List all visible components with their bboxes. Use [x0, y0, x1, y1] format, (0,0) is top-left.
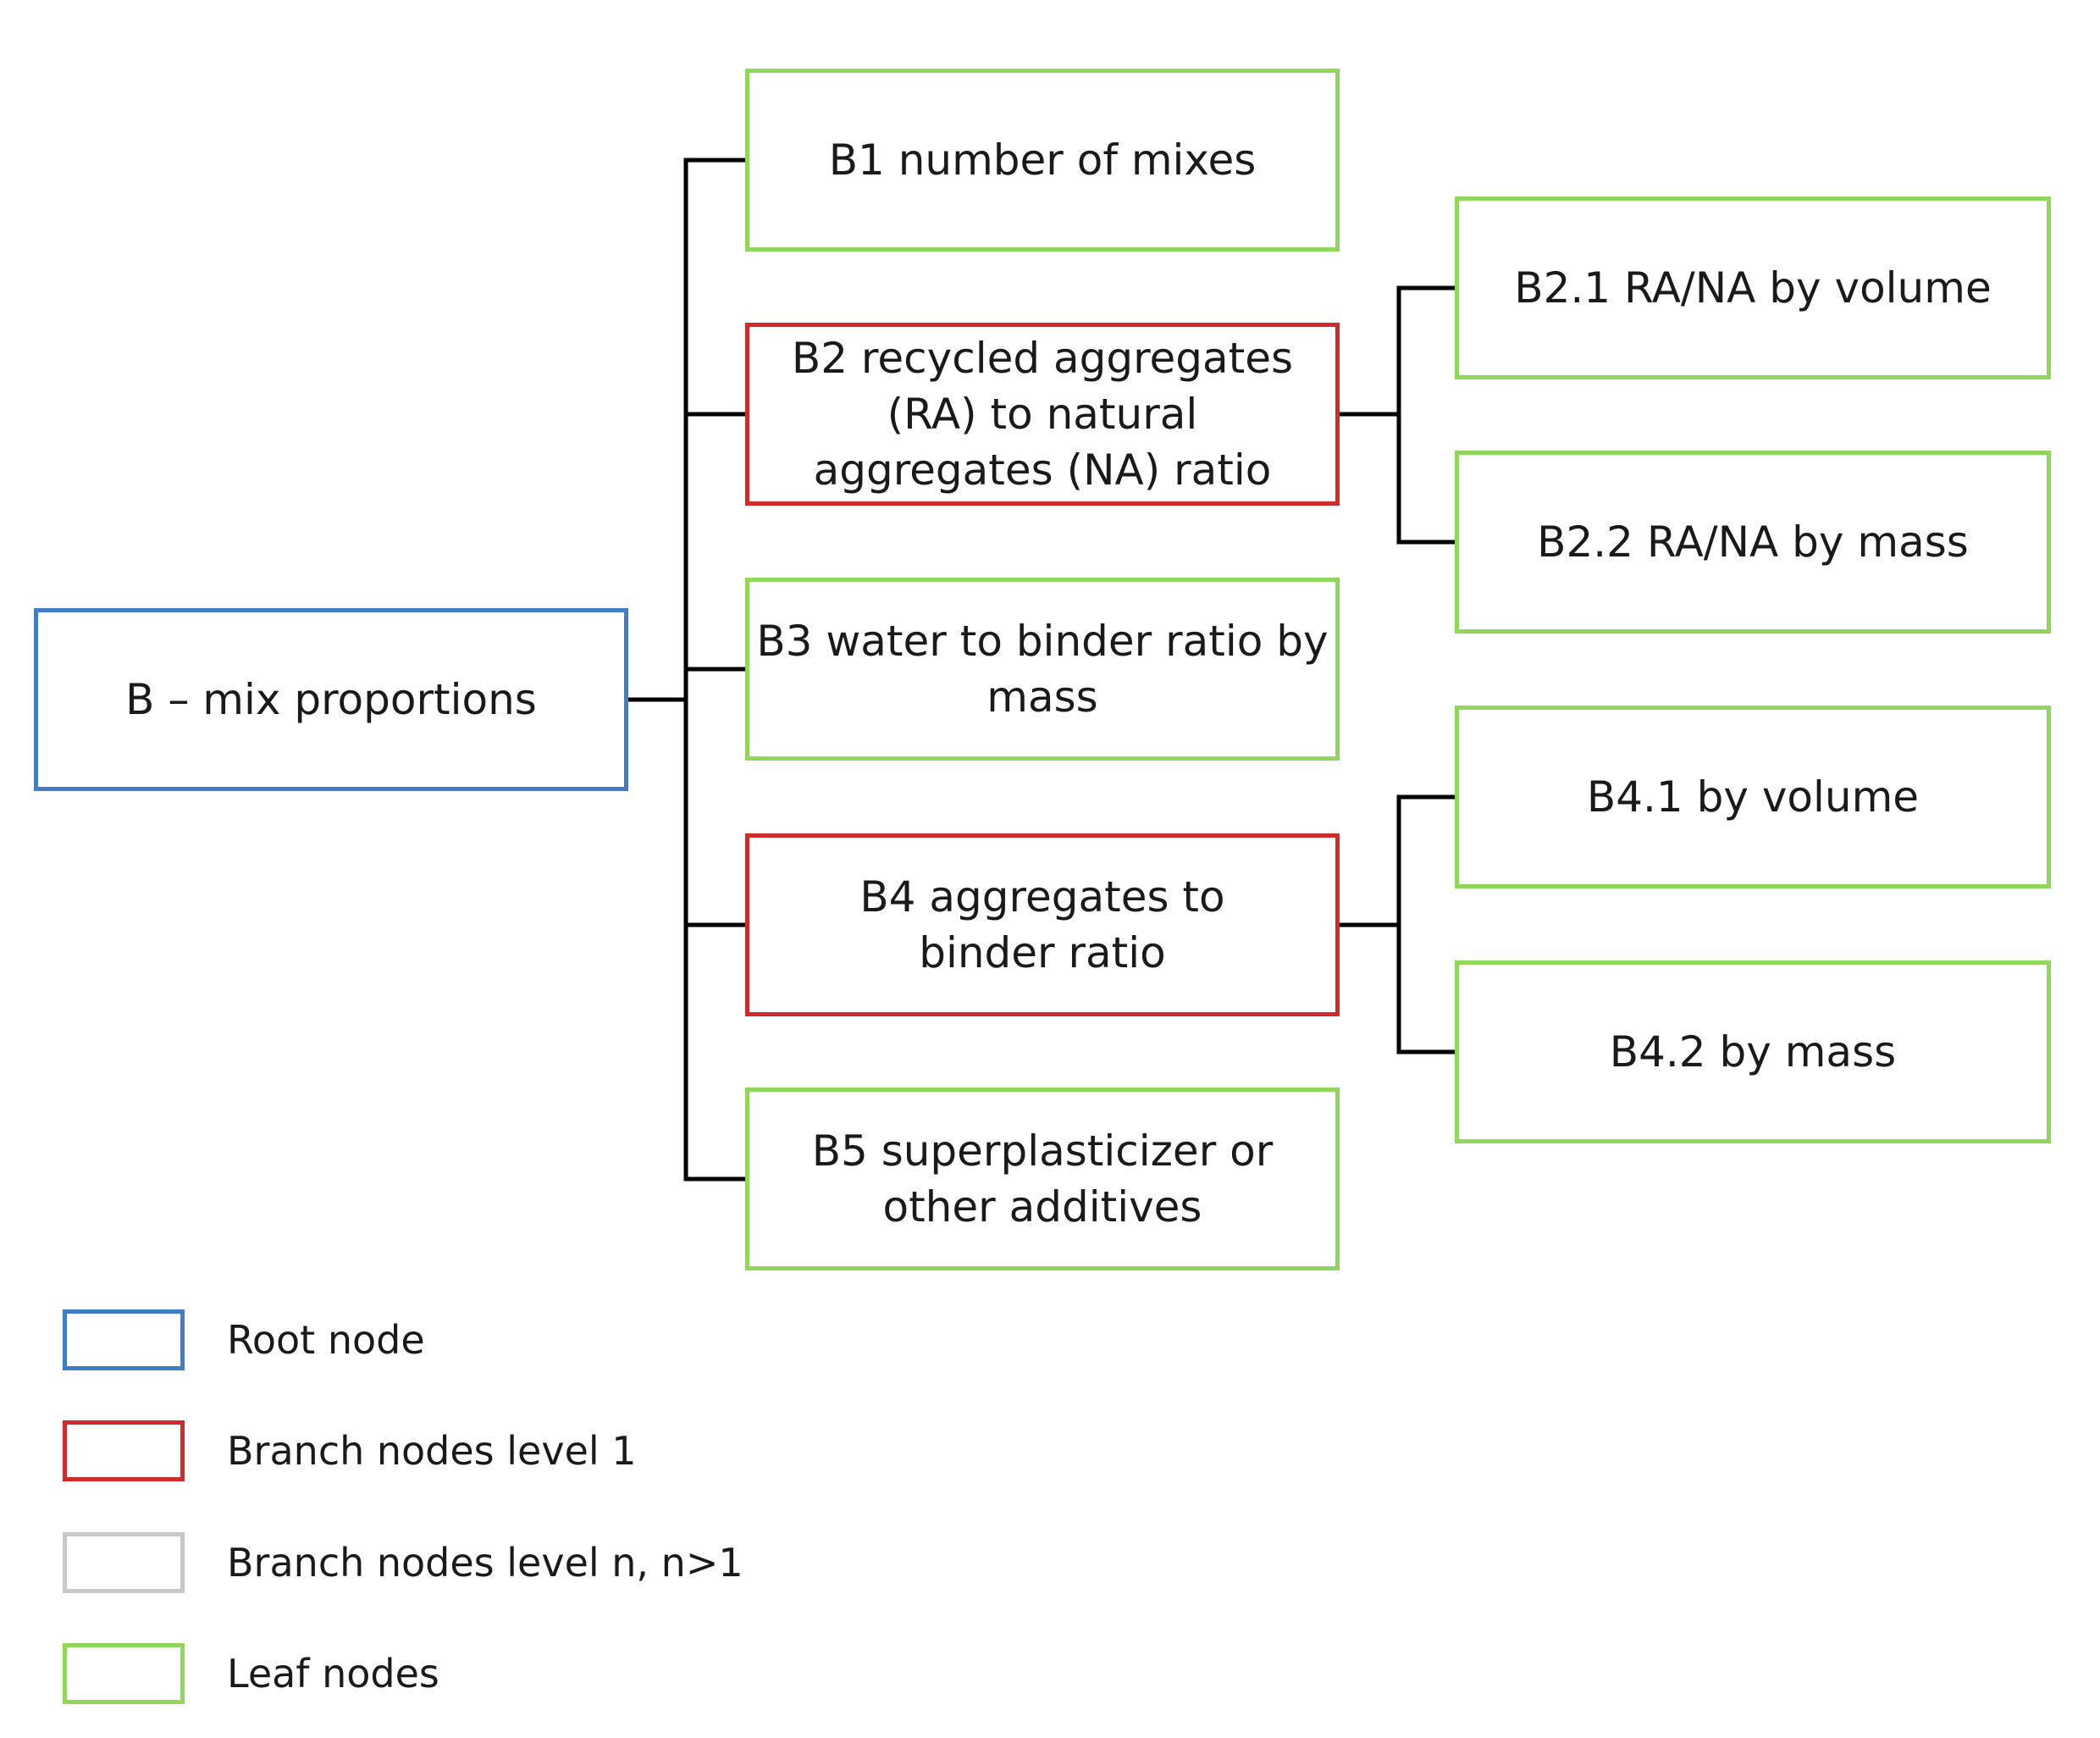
legend-label-branch-level-n: Branch nodes level n, n>1	[227, 1540, 743, 1586]
node-b2-2-label: B2.2 RA/NA by mass	[1537, 518, 1969, 567]
legend-swatch-branch-level-1	[63, 1420, 185, 1481]
legend-label-branch-level-1: Branch nodes level 1	[227, 1428, 637, 1474]
node-b5-label: B5 superplasticizer or other additives	[811, 1126, 1274, 1232]
leaf-node-b3: B3 water to binder ratio by mass	[745, 578, 1340, 761]
node-b4-2-label: B4.2 by mass	[1609, 1027, 1897, 1077]
node-b1-label: B1 number of mixes	[828, 136, 1257, 185]
leaf-node-b4-2: B4.2 by mass	[1455, 960, 2051, 1143]
node-b3-label: B3 water to binder ratio by mass	[756, 617, 1329, 722]
legend-item-leaf: Leaf nodes	[63, 1643, 439, 1704]
branch-node-b4: B4 aggregates to binder ratio	[745, 833, 1340, 1016]
node-b4-label: B4 aggregates to binder ratio	[859, 872, 1225, 977]
leaf-node-b5: B5 superplasticizer or other additives	[745, 1088, 1340, 1270]
legend-swatch-branch-level-n	[63, 1532, 185, 1593]
legend-item-root: Root node	[63, 1309, 425, 1370]
legend-label-leaf: Leaf nodes	[227, 1651, 439, 1696]
legend-swatch-root	[63, 1309, 185, 1370]
node-b4-1-label: B4.1 by volume	[1586, 772, 1920, 822]
legend-item-branch-level-n: Branch nodes level n, n>1	[63, 1532, 743, 1593]
branch-node-b2: B2 recycled aggregates (RA) to natural a…	[745, 323, 1340, 506]
legend-item-branch-level-1: Branch nodes level 1	[63, 1420, 637, 1481]
leaf-node-b1: B1 number of mixes	[745, 69, 1340, 252]
node-b2-1-label: B2.1 RA/NA by volume	[1514, 263, 1992, 313]
leaf-node-b4-1: B4.1 by volume	[1455, 706, 2051, 888]
leaf-node-b2-1: B2.1 RA/NA by volume	[1455, 196, 2051, 379]
node-b2-label: B2 recycled aggregates (RA) to natural a…	[791, 334, 1294, 495]
leaf-node-b2-2: B2.2 RA/NA by mass	[1455, 451, 2051, 634]
legend-label-root: Root node	[227, 1317, 425, 1363]
legend-swatch-leaf	[63, 1643, 185, 1704]
root-node-label: B – mix proportions	[125, 675, 537, 724]
root-node-b-mix-proportions: B – mix proportions	[34, 608, 628, 791]
